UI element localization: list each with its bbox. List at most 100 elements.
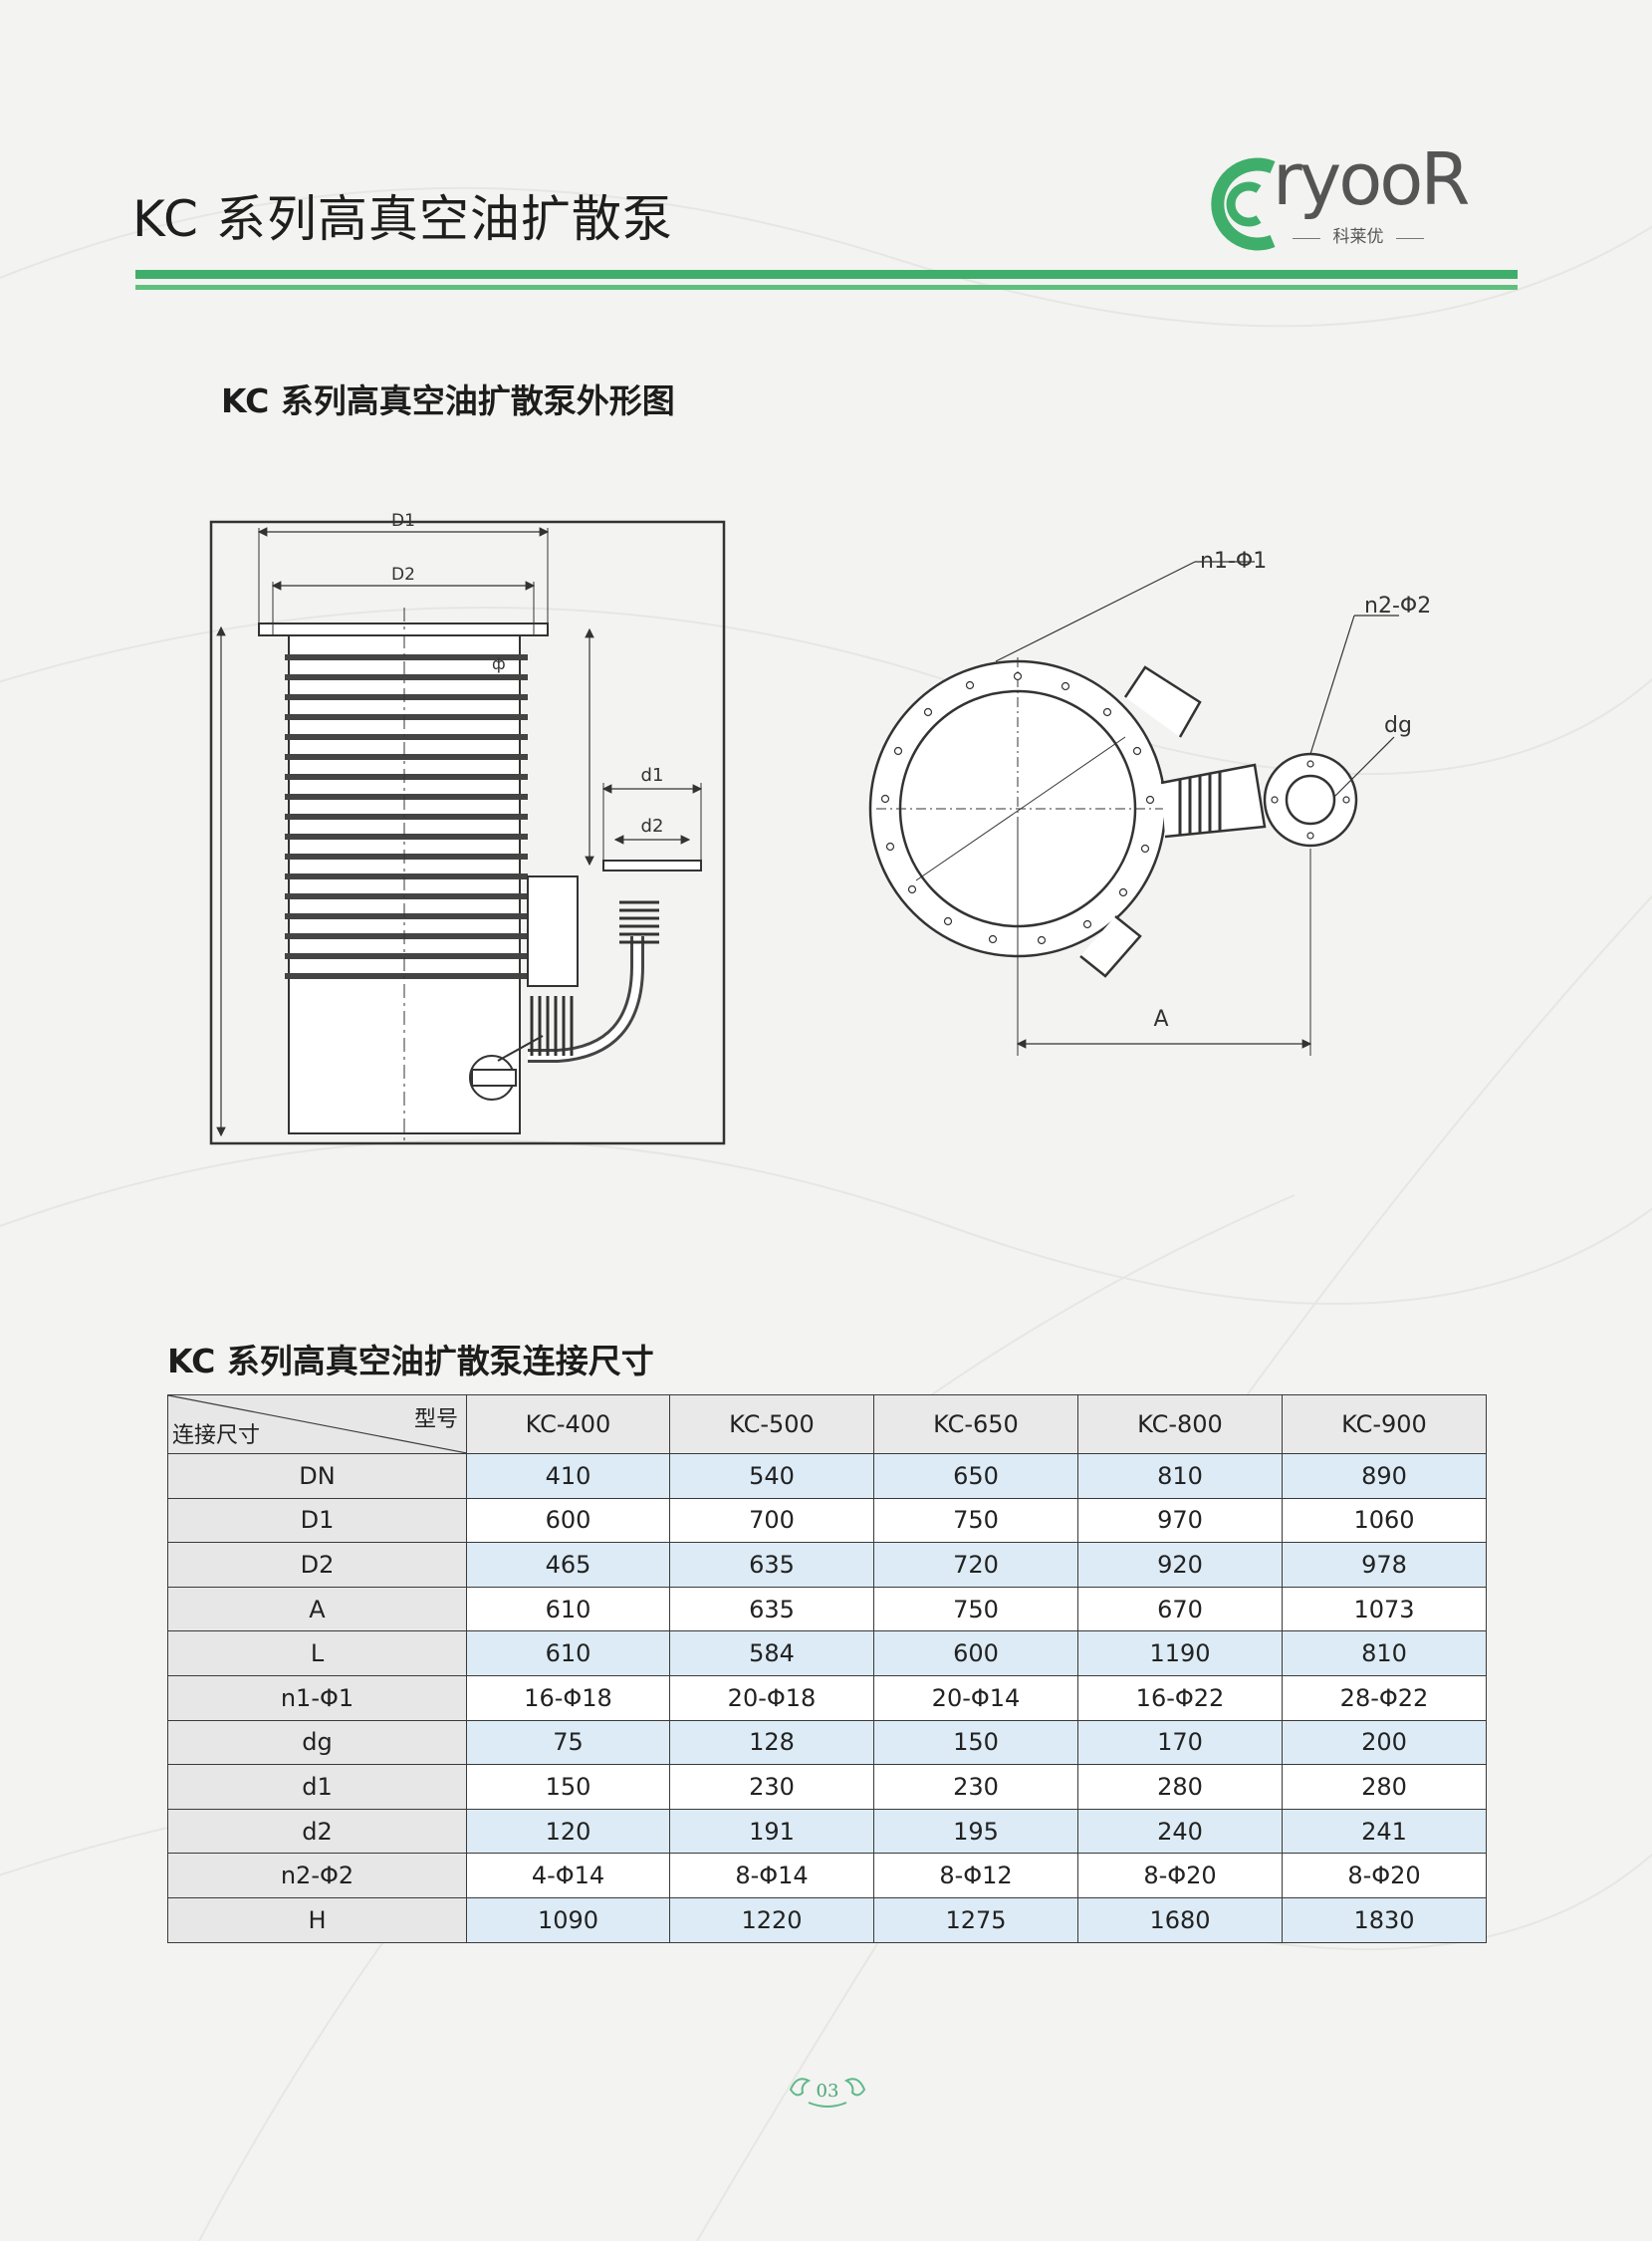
title-rule bbox=[135, 270, 1518, 279]
page-number-ornament: 03 bbox=[789, 2078, 866, 2108]
table-cell: 230 bbox=[873, 1764, 1078, 1810]
label-D2: D2 bbox=[391, 565, 415, 585]
table-cell: 650 bbox=[873, 1453, 1078, 1499]
table-cell: 120 bbox=[466, 1808, 670, 1855]
corner-model-label: 型号 bbox=[413, 1407, 458, 1432]
model-header: KC-900 bbox=[1282, 1394, 1487, 1454]
table-cell: 4-Φ14 bbox=[466, 1853, 670, 1898]
foreline-bore bbox=[1285, 774, 1336, 826]
bolt-holes bbox=[880, 671, 1155, 945]
row-label: D1 bbox=[167, 1497, 467, 1544]
table-cell: 28-Φ22 bbox=[1282, 1674, 1487, 1721]
label-A: A bbox=[1153, 1007, 1168, 1032]
label-d1: d1 bbox=[641, 765, 664, 786]
table-cell: 700 bbox=[669, 1497, 874, 1544]
label-dg: dg bbox=[1384, 713, 1412, 738]
row-label: n2-Φ2 bbox=[167, 1853, 467, 1898]
table-cell: 150 bbox=[466, 1764, 670, 1810]
table-cell: 200 bbox=[1282, 1719, 1487, 1766]
table-cell: 1073 bbox=[1282, 1586, 1487, 1632]
table-cell: 635 bbox=[669, 1542, 874, 1588]
table-cell: 465 bbox=[466, 1542, 670, 1588]
table-cell: 810 bbox=[1077, 1453, 1283, 1499]
table-row: A 610 635 750 670 1073 bbox=[167, 1586, 1487, 1632]
foreline-bellows bbox=[530, 900, 659, 1056]
table-cell: 1220 bbox=[669, 1896, 874, 1943]
plan-bellows bbox=[1178, 771, 1222, 835]
row-label: d1 bbox=[167, 1764, 467, 1810]
model-header: KC-650 bbox=[873, 1394, 1078, 1454]
table-cell: 128 bbox=[669, 1719, 874, 1766]
table-cell: 230 bbox=[669, 1764, 874, 1810]
plan-view bbox=[868, 561, 1399, 1056]
label-phi-symbol: ф bbox=[492, 654, 506, 673]
table-cell: 1090 bbox=[466, 1896, 670, 1943]
logo-c-icon bbox=[1211, 157, 1276, 251]
table-cell: 410 bbox=[466, 1453, 670, 1499]
drawing-section-title: KC 系列高真空油扩散泵外形图 bbox=[221, 381, 675, 420]
label-n2: n2-Φ2 bbox=[1364, 594, 1431, 619]
title-rule-secondary bbox=[135, 285, 1518, 290]
drawing-frame bbox=[209, 520, 726, 1145]
table-row: n1-Φ1 16-Φ18 20-Φ18 20-Φ14 16-Φ22 28-Φ22 bbox=[167, 1674, 1487, 1721]
table-cell: 150 bbox=[873, 1719, 1078, 1766]
table-cell: 8-Φ20 bbox=[1282, 1853, 1487, 1898]
model-header: KC-500 bbox=[669, 1394, 874, 1454]
table-cell: 16-Φ18 bbox=[466, 1674, 670, 1721]
corner-dimension-label: 连接尺寸 bbox=[172, 1423, 261, 1448]
table-cell: 20-Φ18 bbox=[669, 1674, 874, 1721]
table-row: H 1090 1220 1275 1680 1830 bbox=[167, 1896, 1487, 1943]
table-cell: 1680 bbox=[1077, 1896, 1283, 1943]
table-cell: 191 bbox=[669, 1808, 874, 1855]
brand-logo: ryooR 科莱优 bbox=[1195, 143, 1474, 259]
table-cell: 890 bbox=[1282, 1453, 1487, 1499]
table-cell: 610 bbox=[466, 1586, 670, 1632]
table-cell: 240 bbox=[1077, 1808, 1283, 1855]
model-header: KC-400 bbox=[466, 1394, 670, 1454]
page-number: 03 bbox=[817, 2081, 839, 2102]
logo-subtitle: 科莱优 bbox=[1293, 229, 1424, 246]
logo-wordmark: ryooR bbox=[1273, 137, 1470, 221]
label-D1: D1 bbox=[391, 511, 415, 531]
model-header: KC-800 bbox=[1077, 1394, 1283, 1454]
table-cell: 170 bbox=[1077, 1719, 1283, 1766]
side-box bbox=[527, 875, 579, 987]
table-cell: 8-Φ12 bbox=[873, 1853, 1078, 1898]
table-cell: 670 bbox=[1077, 1586, 1283, 1632]
corner-diagonal bbox=[168, 1395, 466, 1453]
table-section-title: KC 系列高真空油扩散泵连接尺寸 bbox=[167, 1342, 654, 1380]
table-cell: 241 bbox=[1282, 1808, 1487, 1855]
table-cell: 978 bbox=[1282, 1542, 1487, 1588]
table-cell: 1275 bbox=[873, 1896, 1078, 1943]
top-flange bbox=[258, 622, 549, 636]
row-label: A bbox=[167, 1586, 467, 1632]
table-header-row: 型号 连接尺寸 KC-400 KC-500 KC-650 KC-800 KC-9… bbox=[167, 1394, 1487, 1454]
table-corner-cell: 型号 连接尺寸 bbox=[167, 1394, 467, 1454]
table-row: D1 600 700 750 970 1060 bbox=[167, 1497, 1487, 1544]
table-cell: 280 bbox=[1077, 1764, 1283, 1810]
table-cell: 195 bbox=[873, 1808, 1078, 1855]
row-label: D2 bbox=[167, 1542, 467, 1588]
table-cell: 600 bbox=[466, 1497, 670, 1544]
table-row: d2 120 191 195 240 241 bbox=[167, 1808, 1487, 1855]
table-cell: 720 bbox=[873, 1542, 1078, 1588]
table-cell: 635 bbox=[669, 1586, 874, 1632]
label-d2: d2 bbox=[641, 816, 664, 837]
table-cell: 920 bbox=[1077, 1542, 1283, 1588]
table-cell: 750 bbox=[873, 1586, 1078, 1632]
table-row: L 610 584 600 1190 810 bbox=[167, 1630, 1487, 1676]
table-cell: 8-Φ14 bbox=[669, 1853, 874, 1898]
table-cell: 8-Φ20 bbox=[1077, 1853, 1283, 1898]
table-row: dg 75 128 150 170 200 bbox=[167, 1719, 1487, 1766]
foreline-flange bbox=[602, 860, 702, 872]
table-cell: 20-Φ14 bbox=[873, 1674, 1078, 1721]
table-row: DN 410 540 650 810 890 bbox=[167, 1453, 1487, 1499]
foreline-flange-plan bbox=[1263, 752, 1358, 848]
row-label: L bbox=[167, 1630, 467, 1676]
row-label: d2 bbox=[167, 1808, 467, 1855]
table-row: d1 150 230 230 280 280 bbox=[167, 1764, 1487, 1810]
table-row: D2 465 635 720 920 978 bbox=[167, 1542, 1487, 1588]
label-n1: n1-Φ1 bbox=[1200, 549, 1267, 574]
cooling-coils bbox=[285, 654, 528, 979]
outline-drawing: D1 D2 ф d1 d2 bbox=[209, 511, 1431, 1145]
